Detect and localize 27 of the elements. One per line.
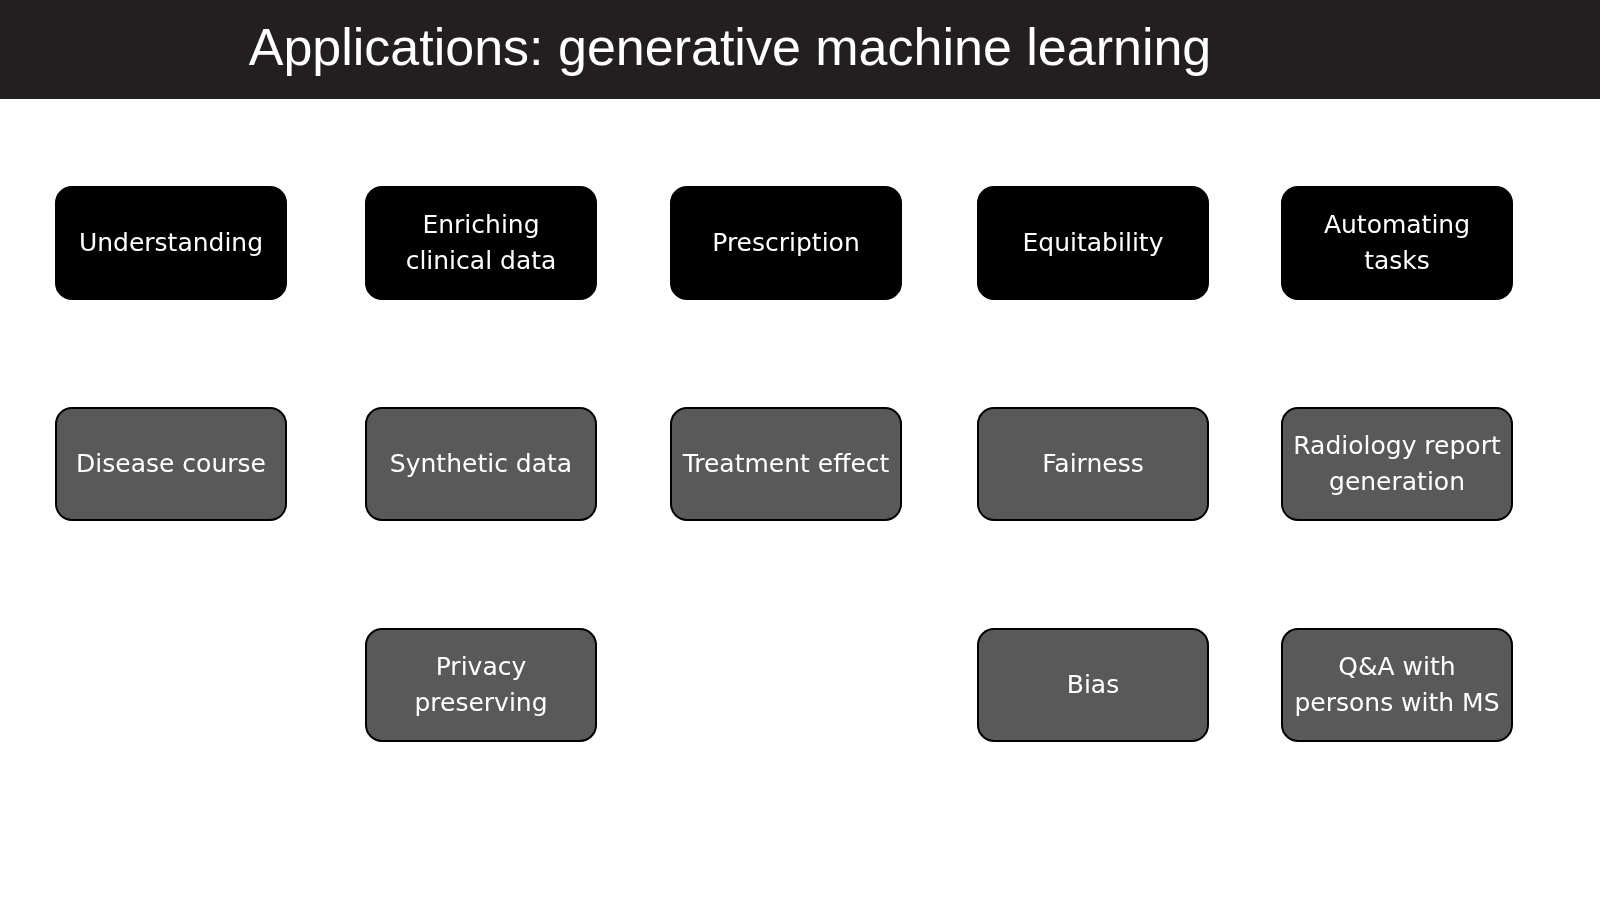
application-box — [977, 407, 1209, 521]
box-label: Prescription — [711, 227, 861, 259]
box-label: Fairness — [1041, 448, 1145, 480]
application-box — [365, 628, 597, 742]
application-box — [55, 407, 287, 521]
box-label: Q&A with persons with MS — [1293, 651, 1501, 719]
application-box — [365, 407, 597, 521]
category-box — [55, 186, 287, 300]
box-label: Enriching clinical data — [404, 209, 558, 277]
application-box — [1281, 407, 1513, 521]
box-label: Equitability — [1021, 227, 1165, 259]
category-box — [1281, 186, 1513, 300]
category-box — [365, 186, 597, 300]
category-box — [670, 186, 902, 300]
slide-title: Applications: generative machine learning — [247, 17, 1213, 78]
box-label: Synthetic data — [388, 448, 574, 480]
box-label: Disease course — [75, 448, 267, 480]
box-label: Automating tasks — [1322, 209, 1472, 277]
application-box — [977, 628, 1209, 742]
category-box — [977, 186, 1209, 300]
box-label: Privacy preserving — [413, 651, 549, 719]
box-label: Bias — [1065, 669, 1121, 701]
box-label: Radiology report generation — [1292, 430, 1502, 498]
application-box — [1281, 628, 1513, 742]
box-label: Treatment effect — [681, 448, 891, 480]
box-label: Understanding — [77, 227, 265, 259]
application-box — [670, 407, 902, 521]
